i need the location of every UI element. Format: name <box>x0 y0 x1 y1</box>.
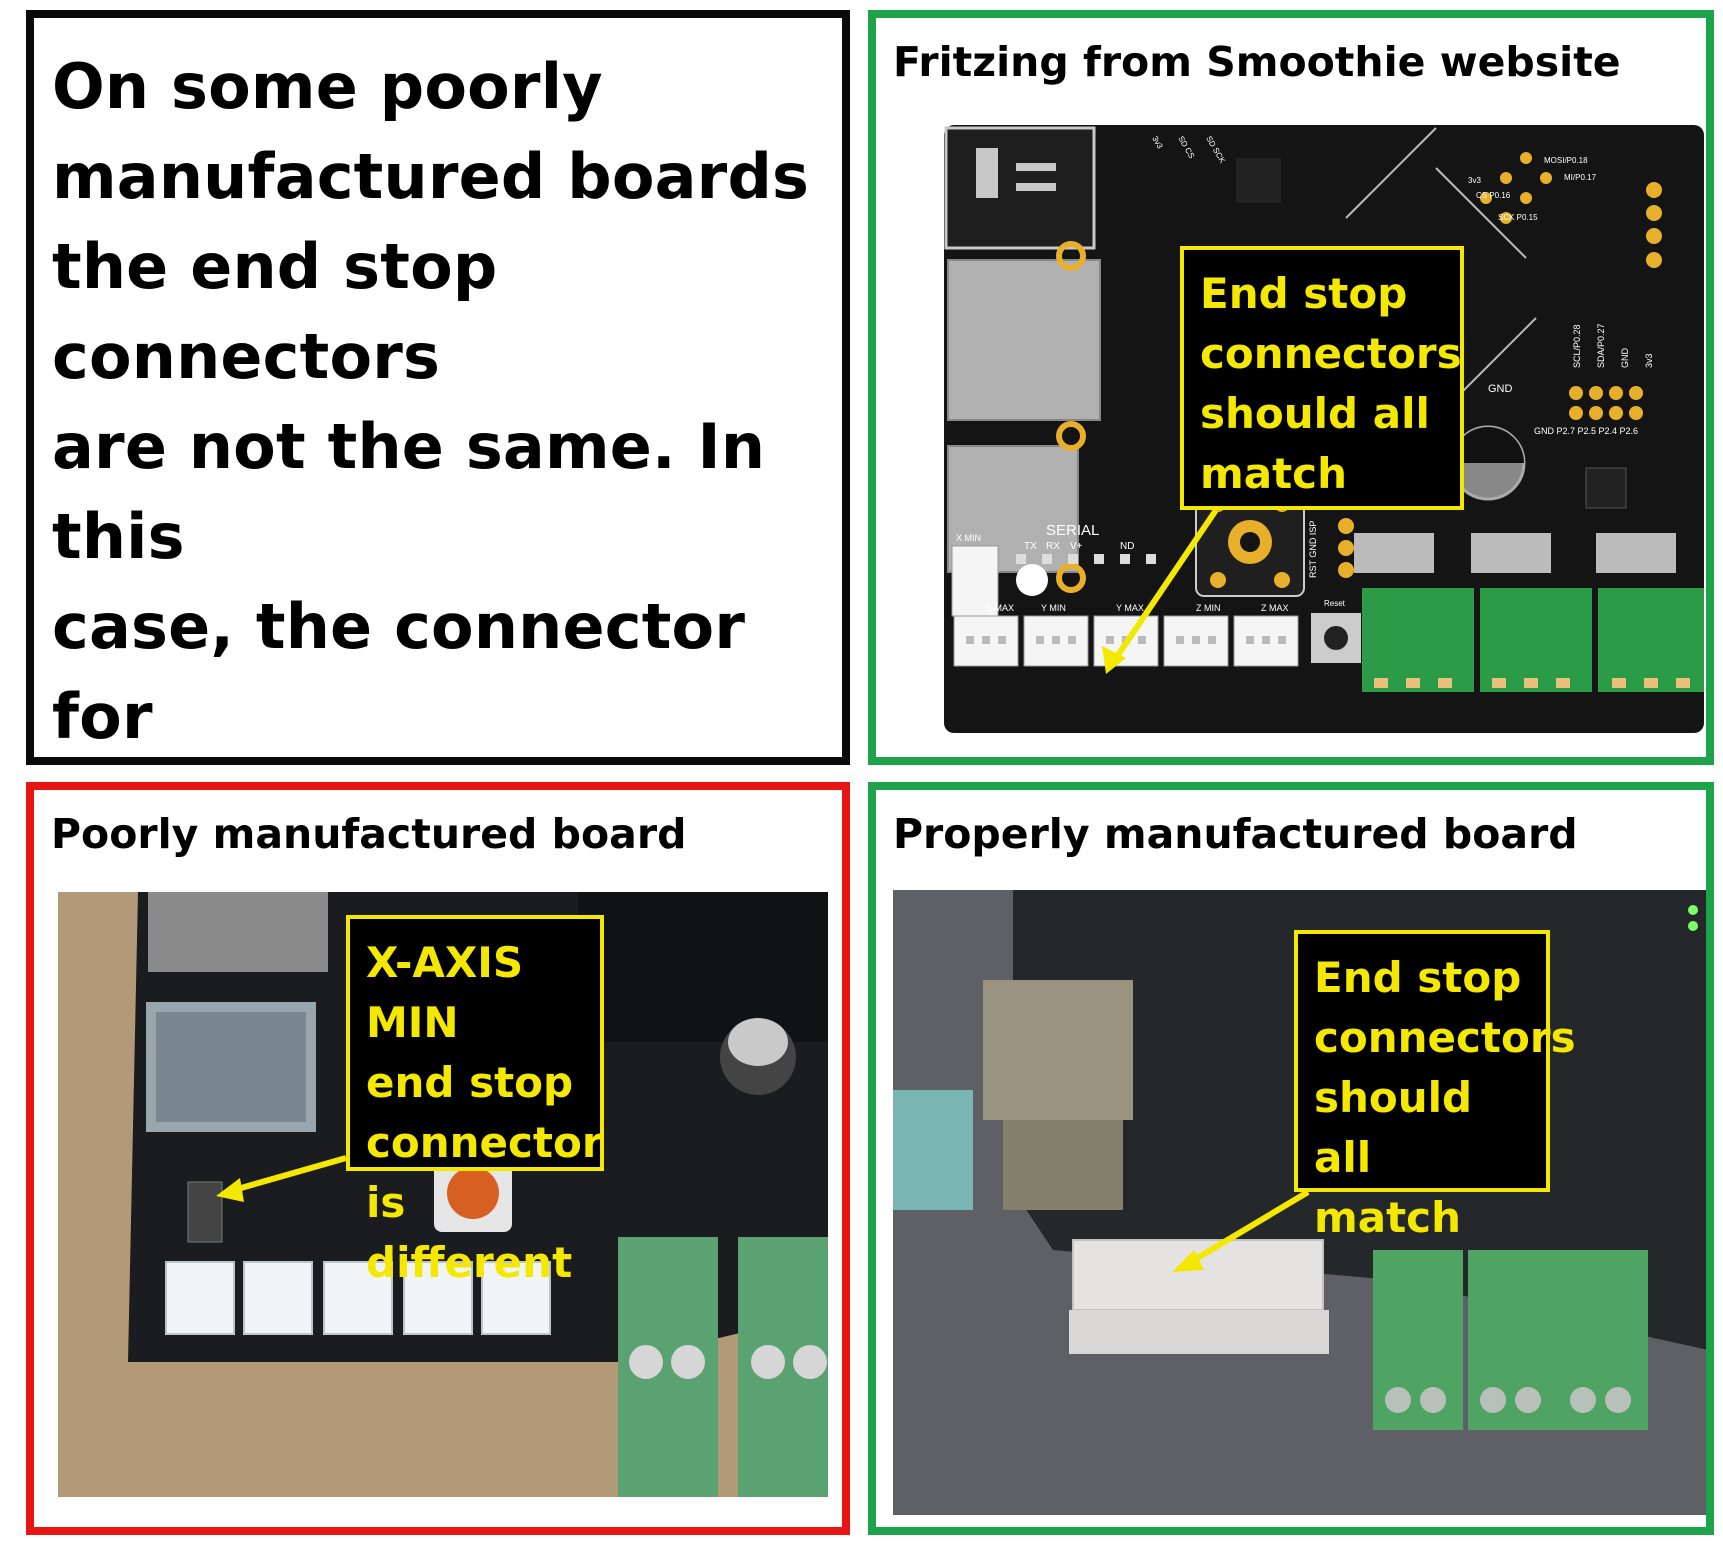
intro-text: On some poorly manufactured boards the e… <box>52 50 810 753</box>
svg-text:ND: ND <box>1120 541 1134 552</box>
svg-text:SDA/P0.27: SDA/P0.27 <box>1596 323 1606 368</box>
proper-panel-title: Properly manufactured board <box>893 810 1578 858</box>
proper-arrow <box>1172 1189 1310 1272</box>
fritzing-panel-title: Fritzing from Smoothie website <box>893 38 1621 86</box>
svg-text:Y MAX: Y MAX <box>1116 603 1144 613</box>
svg-text:3v3: 3v3 <box>1468 176 1481 185</box>
svg-text:MOSI/P0.18: MOSI/P0.18 <box>1544 156 1588 165</box>
svg-text:Y MIN: Y MIN <box>1041 603 1066 613</box>
svg-text:RST GND ISP: RST GND ISP <box>1308 521 1318 578</box>
svg-text:3v3: 3v3 <box>1644 353 1654 368</box>
svg-text:RX: RX <box>1046 541 1060 552</box>
svg-text:GND: GND <box>1620 348 1630 369</box>
fritzing-arrow <box>1102 508 1219 674</box>
proper-board-panel: Properly manufactured board <box>868 782 1714 1535</box>
fritzing-callout: End stop connectors should all match <box>1180 246 1464 510</box>
proper-callout: End stop connectors should all match <box>1294 930 1576 1242</box>
poor-panel-title: Poorly manufactured board <box>51 810 687 858</box>
svg-text:SERIAL: SERIAL <box>1046 522 1099 539</box>
svg-text:CS P0.16: CS P0.16 <box>1476 191 1511 200</box>
svg-text:GND: GND <box>1488 383 1513 395</box>
svg-text:X MAX: X MAX <box>986 603 1014 613</box>
svg-text:X MIN: X MIN <box>956 533 981 543</box>
svg-text:Reset: Reset <box>1324 599 1346 608</box>
fritzing-panel: Fritzing from Smoothie website <box>868 10 1714 765</box>
svg-text:Z MIN: Z MIN <box>1196 603 1221 613</box>
poor-board-panel: Poorly manufactured board <box>26 782 850 1535</box>
svg-text:V+: V+ <box>1070 541 1083 552</box>
svg-text:MI/P0.17: MI/P0.17 <box>1564 173 1597 182</box>
svg-text:TX: TX <box>1024 541 1037 552</box>
poor-callout: X-AXIS MIN end stop connector is differe… <box>346 915 604 1287</box>
svg-text:SCL/P0.28: SCL/P0.28 <box>1572 324 1582 368</box>
intro-panel: On some poorly manufactured boards the e… <box>26 10 850 765</box>
svg-text:SCK P0.15: SCK P0.15 <box>1498 213 1538 222</box>
svg-text:GND P2.7 P2.5 P2.4 P2.6: GND P2.7 P2.5 P2.4 P2.6 <box>1534 426 1638 436</box>
svg-text:Z MAX: Z MAX <box>1261 603 1289 613</box>
poor-arrow <box>216 1155 347 1202</box>
